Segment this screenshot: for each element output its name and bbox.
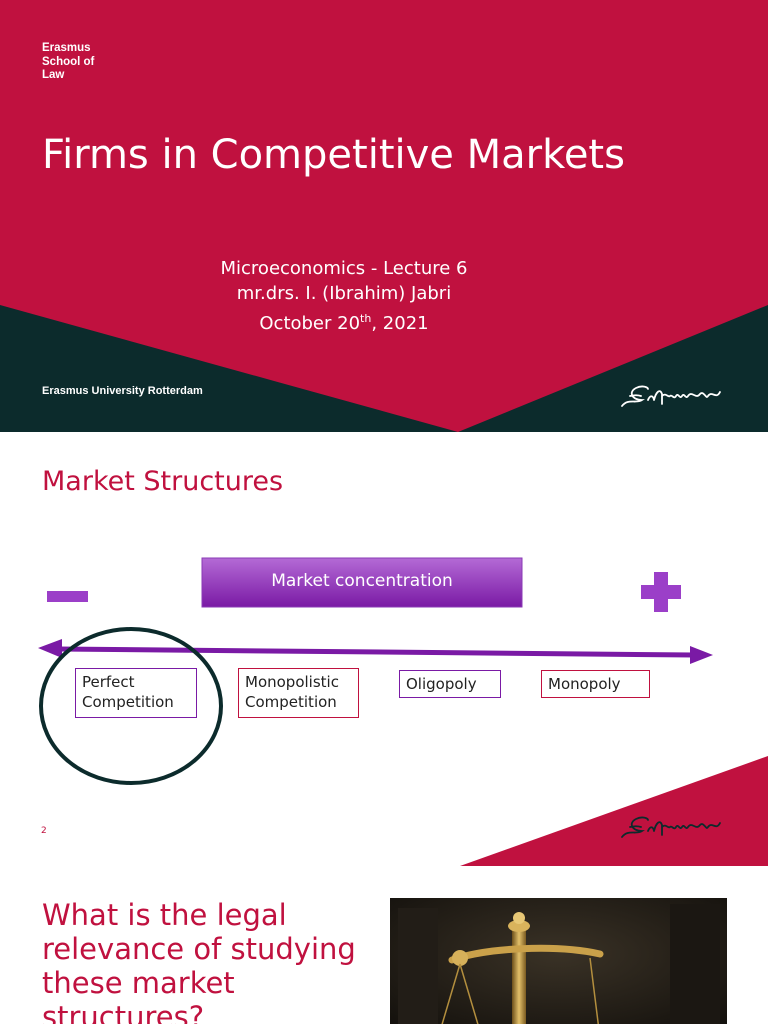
legal-relevance-slide: What is the legal relevance of studying …	[0, 866, 768, 1024]
minus-icon	[47, 591, 88, 602]
structure-label: Perfect	[82, 673, 135, 691]
market-concentration-label: Market concentration	[271, 571, 453, 591]
slide-background-shape	[0, 305, 768, 432]
org-line: Erasmus	[42, 42, 91, 54]
erasmus-signature-logo	[621, 816, 721, 838]
structure-box-oligopoly: Oligopoly	[399, 670, 501, 698]
structure-label: Oligopoly	[406, 675, 477, 693]
date-prefix: October 20	[259, 313, 361, 334]
concentration-box-shape	[201, 557, 523, 608]
concentration-axis-arrow	[57, 646, 695, 658]
date-line: October 20th, 2021	[194, 306, 494, 336]
structure-box-monopoly: Monopoly	[541, 670, 650, 698]
arrow-left-head	[38, 639, 62, 658]
slide-number: 2	[41, 826, 47, 836]
slide-title: Firms in Competitive Markets	[42, 132, 625, 178]
scales-of-justice-image	[390, 898, 727, 1024]
structure-label: Competition	[82, 693, 174, 711]
course-line: Microeconomics - Lecture 6	[220, 258, 468, 279]
university-name: Erasmus University Rotterdam	[42, 385, 203, 397]
date-sup: th	[360, 312, 372, 325]
structure-label: Monopoly	[548, 675, 621, 693]
date-suffix: , 2021	[371, 313, 429, 334]
lecturer-line: mr.drs. I. (Ibrahim) Jabri	[236, 283, 452, 304]
concentration-diagram	[38, 557, 768, 866]
structure-label: Competition	[245, 693, 337, 711]
structure-box-perfect-competition: Perfect Competition	[75, 668, 197, 718]
market-structures-slide: Market Structures Market concentration P…	[0, 432, 768, 866]
scales-of-justice-icon	[390, 898, 727, 1024]
school-logo-text: Erasmus School of Law	[42, 42, 94, 83]
erasmus-signature-logo	[621, 385, 721, 407]
question-heading: What is the legal relevance of studying …	[42, 898, 356, 1024]
org-line: School of	[42, 55, 95, 68]
org-line: Law	[42, 69, 65, 81]
lecture-info: Microeconomics - Lecture 6 mr.drs. I. (I…	[194, 256, 494, 336]
title-slide: Erasmus School of Law Firms in Competiti…	[0, 0, 768, 432]
corner-band	[460, 756, 768, 866]
arrow-right-head	[690, 646, 713, 664]
highlight-circle	[39, 627, 223, 785]
plus-icon	[641, 572, 681, 612]
slide-title: Market Structures	[42, 466, 284, 497]
structure-box-monopolistic-competition: Monopolistic Competition	[238, 668, 359, 718]
structure-label: Monopolistic	[245, 673, 339, 691]
